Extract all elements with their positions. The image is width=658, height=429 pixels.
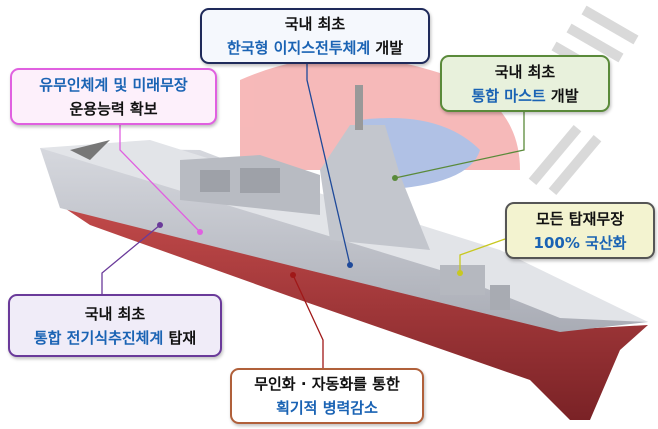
callout-weapons-line1: 모든 탑재무장	[535, 209, 625, 228]
leader-lines	[101, 63, 525, 368]
callout-mast-suffix: 개발	[545, 86, 579, 105]
callout-aegis-line1: 국내 최초	[284, 15, 346, 33]
callout-mast-line1: 국내 최초	[494, 62, 556, 81]
callout-mast: 국내 최초 통합 마스트 개발	[440, 55, 610, 112]
callout-weapons: 모든 탑재무장 100% 국산화	[505, 202, 655, 259]
callout-propulsion-line1: 국내 최초	[84, 304, 146, 323]
callout-mast-highlight: 통합 마스트	[471, 86, 546, 105]
ship	[40, 85, 648, 420]
callout-unmanned: 유무인체계 및 미래무장 운용능력 확보	[10, 68, 217, 125]
callout-manpower-highlight: 획기적 병력감소	[276, 399, 378, 417]
callout-propulsion: 국내 최초 통합 전기식추진체계 탑재	[8, 294, 222, 357]
callout-propulsion-highlight: 통합 전기식추진체계	[33, 328, 164, 347]
callout-propulsion-suffix: 탑재	[163, 328, 197, 347]
callout-manpower-line1: 무인화 · 자동화를 통한	[254, 375, 400, 393]
callout-unmanned-highlight: 유무인체계 및 미래무장	[39, 75, 188, 94]
callout-weapons-highlight: 100% 국산화	[533, 233, 627, 252]
callout-aegis: 국내 최초 한국형 이지스전투체계 개발	[200, 8, 430, 64]
callout-aegis-highlight: 한국형 이지스전투체계	[226, 39, 371, 57]
callout-unmanned-line2: 운용능력 확보	[69, 99, 158, 118]
callout-aegis-suffix: 개발	[370, 39, 404, 57]
callout-manpower: 무인화 · 자동화를 통한 획기적 병력감소	[230, 368, 424, 424]
